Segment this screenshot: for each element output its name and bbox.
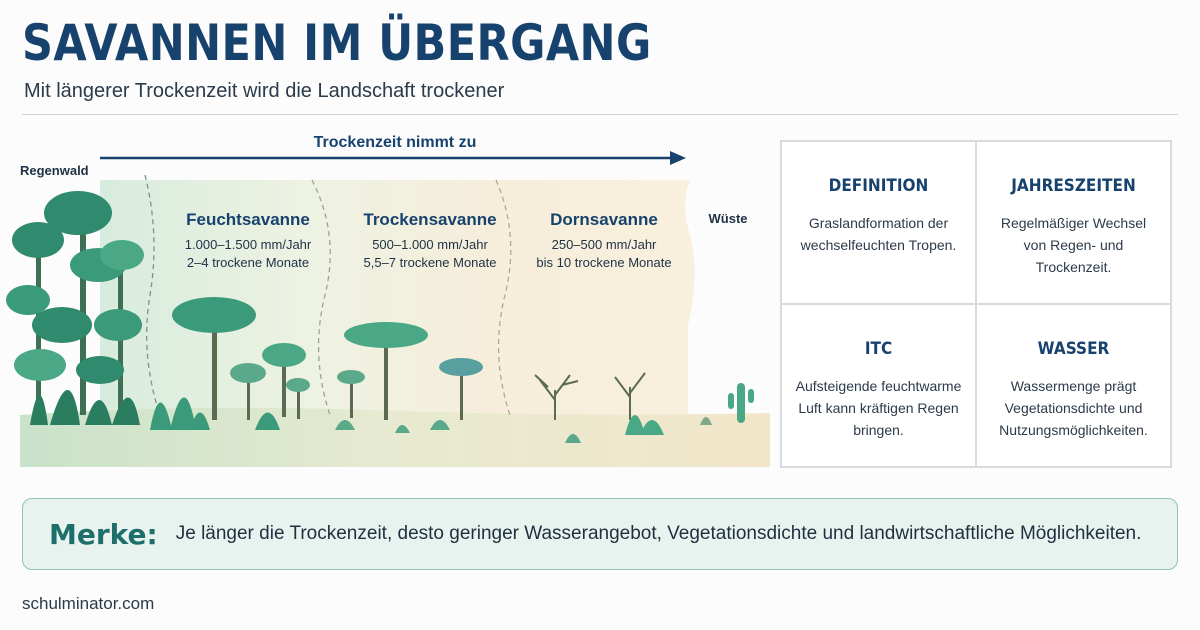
info-card-text: Graslandformation der wechselfeuchten Tr… [782, 212, 975, 256]
zone-label-desert: Wüste [709, 211, 748, 226]
thorn-savanna-plants [565, 415, 712, 443]
info-line: Graslandformation der [808, 215, 949, 231]
zone-precip-wet-savanna: 1.000–1.500 mm/Jahr [185, 237, 312, 252]
zone-divider-2 [311, 179, 331, 416]
info-line: Wassermenge prägt [1010, 378, 1137, 394]
zone-precip-thorn-savanna: 250–500 mm/Jahr [552, 237, 657, 252]
info-line: Luft kann kräftigen Regen [798, 400, 959, 416]
merke-label: Merke: [49, 517, 158, 551]
info-grid: DEFINITION Graslandformation der wechsel… [780, 140, 1172, 468]
wet-savanna-trees [150, 297, 310, 430]
zone-drymonths-thorn-savanna: bis 10 trockene Monate [536, 255, 671, 270]
rainforest-trees [6, 191, 144, 425]
info-card-text: Aufsteigende feuchtwarme Luft kann kräft… [782, 375, 975, 441]
zone-divider-3 [495, 179, 512, 416]
header-divider [22, 114, 1178, 115]
thorn-savanna-shrubs [534, 372, 646, 420]
info-card-itc: ITC Aufsteigende feuchtwarme Luft kann k… [781, 304, 976, 467]
info-card-water: WASSER Wassermenge prägt Vegetationsdich… [976, 304, 1171, 467]
zone-label-dry-savanna: Trockensavanne [363, 210, 496, 229]
info-line: Nutzungsmöglichkeiten. [999, 422, 1148, 438]
info-card-title: DEFINITION [828, 176, 929, 196]
info-line: bringen. [853, 422, 904, 438]
info-card-text: Regelmäßiger Wechsel von Regen- und Troc… [977, 212, 1170, 278]
info-card-title: JAHRESZEITEN [1011, 176, 1136, 196]
info-line: wechselfeuchten Tropen. [800, 237, 957, 253]
info-line: Regelmäßiger Wechsel [1000, 215, 1147, 231]
info-card-title: WASSER [1037, 339, 1110, 359]
footer-site: schulminator.com [22, 594, 155, 613]
info-line: Vegetationsdichte und [1004, 400, 1143, 416]
zone-drymonths-dry-savanna: 5,5–7 trockene Monate [364, 255, 497, 270]
zone-drymonths-wet-savanna: 2–4 trockene Monate [187, 255, 309, 270]
info-card-seasons: JAHRESZEITEN Regelmäßiger Wechsel von Re… [976, 141, 1171, 304]
page-title: SAVANNEN IM ÜBERGANG [22, 14, 652, 72]
dry-savanna-trees [335, 322, 483, 433]
info-line: von Regen- und Trockenzeit. [1023, 237, 1124, 275]
info-card-title: ITC [864, 339, 893, 359]
zone-precip-dry-savanna: 500–1.000 mm/Jahr [372, 237, 488, 252]
zone-label-wet-savanna: Feuchtsavanne [186, 210, 310, 229]
merke-callout: Merke: Je länger die Trockenzeit, desto … [22, 498, 1178, 570]
info-card-definition: DEFINITION Graslandformation der wechsel… [781, 141, 976, 304]
zone-label-thorn-savanna: Dornsavanne [550, 210, 658, 229]
zone-divider-1 [144, 174, 161, 416]
cactus [728, 383, 754, 423]
dryness-arrow-head [670, 151, 686, 165]
merke-text: Je länger die Trockenzeit, desto geringe… [175, 523, 1142, 544]
info-card-text: Wassermenge prägt Vegetationsdichte und … [977, 375, 1170, 441]
page-subtitle: Mit längerer Trockenzeit wird die Landsc… [24, 80, 505, 102]
arrow-label: Trockenzeit nimmt zu [314, 134, 477, 151]
info-line: Aufsteigende feuchtwarme [795, 378, 962, 394]
savanna-transition-diagram: Trockenzeit nimmt zu Regenwald Feuchtsav… [6, 134, 770, 467]
zone-label-rainforest: Regenwald [20, 163, 89, 178]
